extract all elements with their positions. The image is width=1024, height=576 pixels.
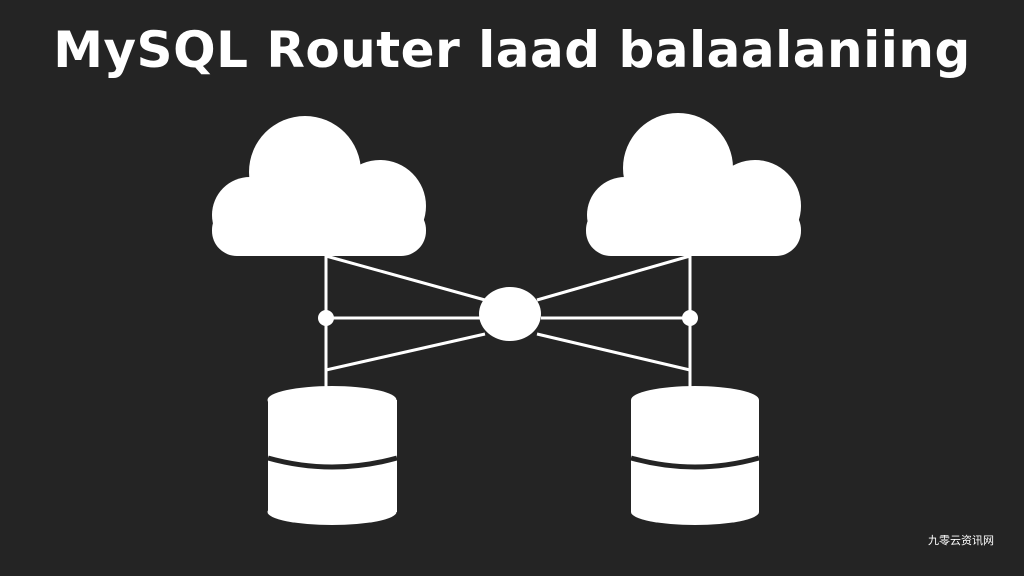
left-cloud-to-router-link [325,254,486,302]
right-junction-dot [682,310,698,326]
watermark: 九零云资讯网 [928,534,994,547]
database-stripe [630,455,760,470]
router-node-icon [479,287,541,341]
cloud-icon [586,113,801,256]
left-junction-dot [318,310,334,326]
page-title: MySQL Router laad balaalaniing [53,21,971,79]
cloud-icon [212,116,426,256]
right-cloud-to-router-link [536,254,691,302]
right-database-to-router-link [536,332,691,372]
database-icon [267,386,398,525]
database-icon [630,386,760,525]
database-stripe [267,455,398,470]
left-database-to-router-link [325,332,486,372]
